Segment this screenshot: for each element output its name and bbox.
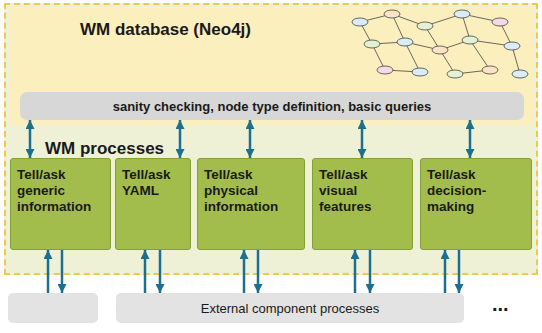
node-label: Tell/ask YAML xyxy=(122,167,185,199)
connector-arrow xyxy=(29,120,32,158)
node-label: sanity checking, node type definition, b… xyxy=(113,99,432,114)
external-process-box xyxy=(8,293,98,323)
graph-illustration xyxy=(482,66,498,74)
connector-arrow xyxy=(249,120,252,158)
graph-illustration xyxy=(397,38,413,46)
node-label: WM database (Neo4j) xyxy=(80,20,251,40)
graph-illustration xyxy=(447,70,463,78)
connector-arrow xyxy=(144,250,147,293)
connector-arrow xyxy=(444,250,447,293)
process-arrows xyxy=(47,250,50,293)
process-box: Tell/ask YAML xyxy=(115,158,191,250)
graph-illustration xyxy=(470,40,490,70)
process-box: Tell/ask physical information xyxy=(197,158,305,250)
graph-illustration xyxy=(352,10,528,78)
connector-arrow xyxy=(354,250,357,293)
process-arrows xyxy=(61,250,64,293)
process-box: Tell/ask decision-making xyxy=(420,158,532,250)
node-label: Tell/ask decision-making xyxy=(427,167,526,216)
graph-illustration xyxy=(504,42,520,50)
process-box: Tell/ask visual features xyxy=(312,158,413,250)
graph-illustration xyxy=(462,36,478,44)
graph-illustration xyxy=(492,18,508,26)
graph-illustration xyxy=(352,18,368,26)
connector-arrow xyxy=(469,120,472,158)
graph-illustration xyxy=(364,40,380,48)
process-box: Tell/ask generic information xyxy=(10,158,111,250)
node-label: WM processes xyxy=(45,139,164,159)
graph-illustration xyxy=(432,46,448,54)
node-label: Tell/ask generic information xyxy=(17,167,105,216)
connector-arrow xyxy=(458,250,461,293)
connector-arrow xyxy=(243,250,246,293)
connector-arrow xyxy=(179,120,182,158)
connector-arrow xyxy=(369,250,372,293)
database-box: WM database (Neo4j) sanity checking, node… xyxy=(10,8,534,125)
ellipsis-label: ... xyxy=(492,293,509,316)
graph-illustration xyxy=(405,42,420,72)
connector-arrow xyxy=(159,250,162,293)
external-process-box: External component processes xyxy=(116,293,464,323)
graph-illustration xyxy=(512,70,528,78)
graph-illustration xyxy=(412,68,428,76)
connector-arrow xyxy=(361,120,364,158)
graph-illustration xyxy=(377,66,393,74)
node-label: Tell/ask physical information xyxy=(204,167,299,216)
graph-illustration xyxy=(454,10,470,18)
graph-illustration xyxy=(384,10,400,18)
node-label: External component processes xyxy=(201,301,379,316)
graph-illustration xyxy=(417,22,433,30)
query-band: sanity checking, node type definition, b… xyxy=(20,92,524,120)
process-arrows xyxy=(48,250,62,293)
connector-arrow xyxy=(257,250,260,293)
node-label: Tell/ask visual features xyxy=(319,167,407,216)
